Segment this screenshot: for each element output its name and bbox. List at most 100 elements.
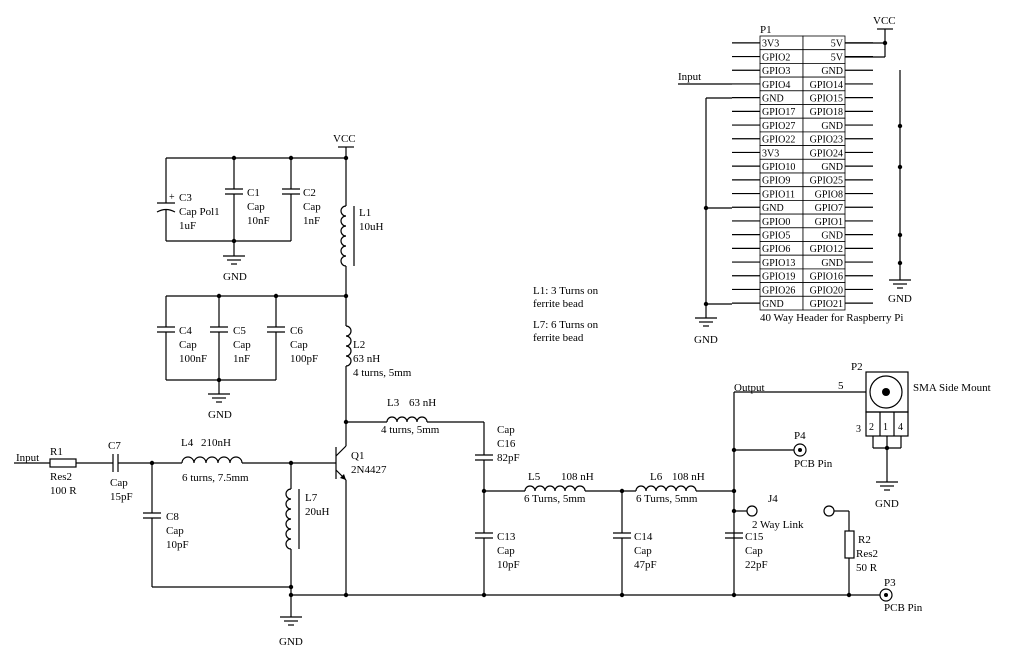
inductor-l3: L3 63 nH 4 turns, 5mm — [346, 397, 484, 436]
svg-text:P3: P3 — [884, 577, 896, 589]
header-pin-left: GPIO3 — [762, 66, 790, 77]
svg-text:PCB Pin: PCB Pin — [794, 458, 833, 470]
header-pin-left: GPIO26 — [762, 285, 795, 296]
header-pin-left: GPIO10 — [762, 162, 795, 173]
svg-text:40 Way Header for Raspberry Pi: 40 Way Header for Raspberry Pi — [760, 312, 903, 324]
svg-text:P2: P2 — [851, 361, 863, 373]
svg-text:L4: L4 — [181, 437, 194, 449]
header-pin-right: 5V — [831, 39, 844, 50]
inductor-l5: L5 108 nH 6 Turns, 5mm — [524, 471, 636, 505]
header-pin-right: GND — [821, 121, 843, 132]
capacitor-c5: C5 Cap 1nF — [210, 296, 251, 380]
sma-connector-p2: Output 5 3 2 1 4 P2 SMA Side Mount GND — [734, 361, 991, 510]
svg-text:108 nH: 108 nH — [561, 471, 594, 483]
svg-text:Cap: Cap — [497, 424, 515, 436]
capacitor-c1: C1 Cap 10nF — [225, 158, 270, 241]
svg-text:Input: Input — [16, 452, 39, 464]
svg-text:Q1: Q1 — [351, 450, 364, 462]
svg-text:Cap: Cap — [166, 525, 184, 537]
header-pin-right: GPIO8 — [815, 189, 843, 200]
header-pin-right: GPIO1 — [815, 217, 843, 228]
capacitor-c15: C15 Cap 22pF — [725, 531, 768, 571]
ground-symbol-bottom: GND — [279, 616, 303, 648]
input-net: Input — [14, 452, 50, 464]
svg-text:P4: P4 — [794, 430, 806, 442]
header-pin-right: GND — [821, 66, 843, 77]
header-pin-left: GND — [762, 94, 784, 105]
header-pin-left: GPIO4 — [762, 80, 790, 91]
svg-text:63 nH: 63 nH — [353, 353, 380, 365]
inductor-l2: L2 63 nH 4 turns, 5mm — [345, 296, 412, 422]
header-pin-left: GPIO13 — [762, 258, 795, 269]
svg-text:1nF: 1nF — [303, 215, 320, 227]
svg-text:Res2: Res2 — [856, 548, 878, 560]
svg-text:C3: C3 — [179, 192, 192, 204]
svg-text:10uH: 10uH — [359, 221, 384, 233]
svg-text:100pF: 100pF — [290, 353, 318, 365]
header-ground-right: GND — [888, 70, 912, 305]
header-pin-left: GPIO9 — [762, 176, 790, 187]
svg-text:GND: GND — [875, 498, 899, 510]
vcc-label: VCC — [333, 133, 356, 145]
svg-text:L3: L3 — [387, 397, 400, 409]
svg-text:100 R: 100 R — [50, 485, 77, 497]
svg-text:C2: C2 — [303, 187, 316, 199]
svg-text:10nF: 10nF — [247, 215, 270, 227]
svg-text:L2: L2 — [353, 339, 365, 351]
svg-text:108 nH: 108 nH — [672, 471, 705, 483]
svg-text:Cap: Cap — [745, 545, 763, 557]
header-pin-right: GPIO12 — [810, 244, 843, 255]
inductor-l6: L6 108 nH 6 Turns, 5mm — [635, 471, 734, 505]
svg-text:L1: 3 Turns on: L1: 3 Turns on — [533, 285, 599, 297]
svg-text:10pF: 10pF — [166, 539, 189, 551]
svg-text:L1: L1 — [359, 207, 371, 219]
svg-text:82pF: 82pF — [497, 452, 520, 464]
svg-text:GND: GND — [279, 636, 303, 648]
svg-text:C7: C7 — [108, 440, 121, 452]
pcb-pin-p3: P3 PCB Pin — [879, 577, 923, 614]
svg-text:Cap: Cap — [233, 339, 251, 351]
header-pin-right: GPIO25 — [810, 176, 843, 187]
resistor-r1: R1 Res2 100 R — [49, 446, 113, 497]
header-pin-right: GPIO14 — [810, 80, 843, 91]
svg-text:PCB Pin: PCB Pin — [884, 602, 923, 614]
svg-text:4 turns, 5mm: 4 turns, 5mm — [353, 367, 412, 379]
svg-text:L7: 6 Turns on: L7: 6 Turns on — [533, 319, 599, 331]
header-pin-right: GND — [821, 231, 843, 242]
vcc-symbol-top: VCC — [333, 133, 356, 158]
svg-text:Cap Pol1: Cap Pol1 — [179, 206, 220, 218]
resistor-r2: R2 Res2 50 R — [844, 530, 878, 595]
svg-text:Cap: Cap — [290, 339, 308, 351]
link-j4: J4 2 Way Link — [734, 493, 850, 531]
header-pin-left: 3V3 — [762, 148, 779, 159]
header-pin-right: GPIO16 — [810, 272, 843, 283]
raspberry-pi-header-p1: P1 40 Way Header for Raspberry Pi Input … — [678, 24, 903, 324]
svg-text:C8: C8 — [166, 511, 179, 523]
capacitor-c4: C4 Cap 100nF — [157, 296, 207, 380]
svg-text:Cap: Cap — [110, 477, 128, 489]
svg-text:SMA Side Mount: SMA Side Mount — [913, 382, 991, 394]
transistor-q1: Q1 2N4427 — [335, 422, 387, 595]
svg-text:C16: C16 — [497, 438, 516, 450]
svg-text:L5: L5 — [528, 471, 541, 483]
capacitor-c2: C2 Cap 1nF — [282, 158, 321, 241]
svg-text:4 turns, 5mm: 4 turns, 5mm — [381, 424, 440, 436]
inductor-l4: L4 210nH 6 turns, 7.5mm — [181, 437, 336, 484]
header-pin-right: GPIO20 — [810, 285, 843, 296]
svg-text:1nF: 1nF — [233, 353, 250, 365]
ground-symbol-top-bank: GND — [223, 241, 247, 283]
pcb-pin-p4: P4 PCB Pin — [734, 430, 833, 470]
capacitor-c16: Cap C16 82pF — [475, 422, 520, 491]
svg-text:6 Turns, 5mm: 6 Turns, 5mm — [636, 493, 698, 505]
ground-symbol-second-bank: GND — [208, 380, 232, 421]
svg-text:L6: L6 — [650, 471, 663, 483]
svg-text:6 Turns, 5mm: 6 Turns, 5mm — [524, 493, 586, 505]
capacitor-c6: C6 Cap 100pF — [267, 296, 318, 380]
svg-text:Input: Input — [678, 71, 701, 83]
header-pin-left: GND — [762, 203, 784, 214]
header-pin-left: GPIO6 — [762, 244, 790, 255]
header-pin-right: GPIO21 — [810, 299, 843, 310]
svg-text:47pF: 47pF — [634, 559, 657, 571]
svg-text:50 R: 50 R — [856, 562, 878, 574]
